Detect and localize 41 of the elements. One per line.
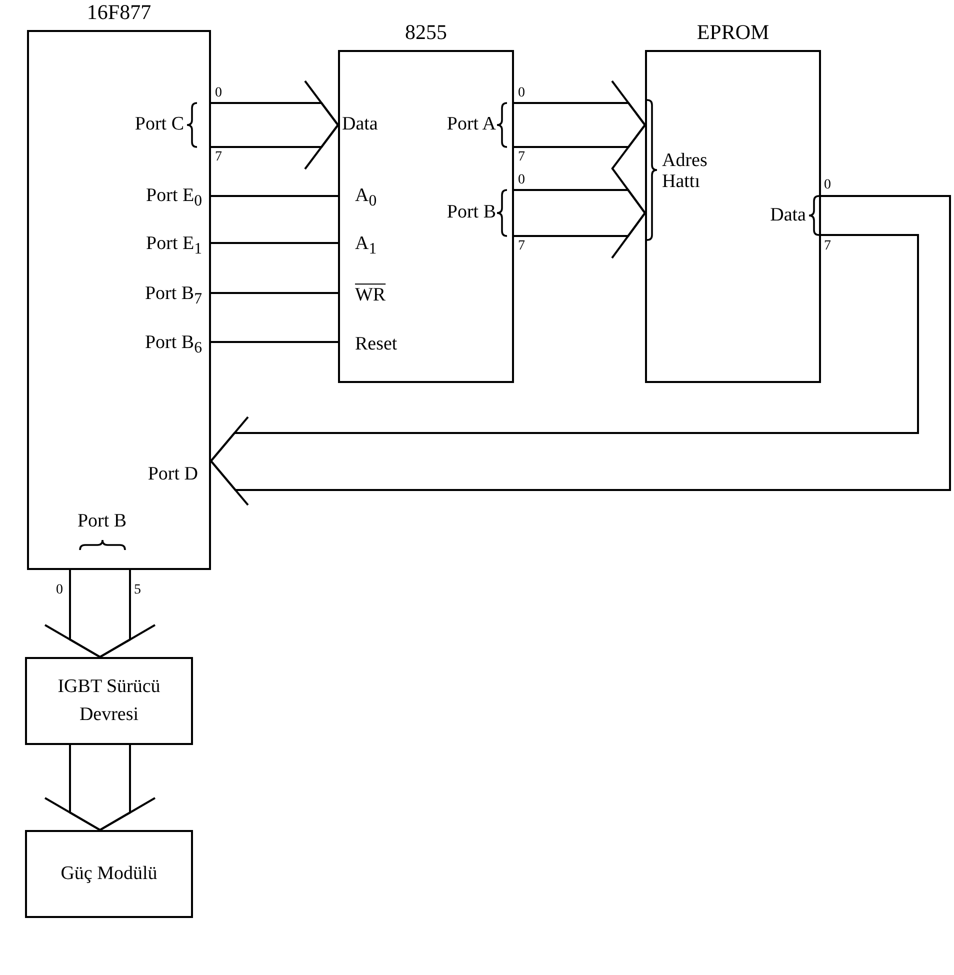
chip-name: 16F877	[86, 0, 152, 25]
bus-arrow	[210, 195, 951, 506]
bus-arrow	[44, 744, 156, 832]
port-label: Port B	[446, 202, 496, 224]
bus-arrow	[513, 80, 646, 170]
bit-number: 0	[518, 172, 525, 188]
pin-label: Data	[342, 114, 378, 136]
bit-number: 7	[215, 149, 222, 165]
port-label: Port E$_{0}$	[146, 186, 202, 210]
port-label: Port C	[134, 114, 184, 136]
port-label: Port B$_{6}$	[144, 332, 202, 358]
pin-label: WR	[355, 286, 386, 306]
port-label: Port E$_{1}$	[146, 234, 202, 258]
bit-number: 0	[824, 177, 831, 193]
block-label: IGBT Sürücü Devresi	[56, 674, 162, 727]
signal-line	[211, 341, 338, 343]
port-label: Port A	[446, 114, 496, 136]
bit-number: 0	[518, 85, 525, 101]
bit-number: 0	[215, 85, 222, 101]
bit-number: 7	[824, 238, 831, 254]
pin-label: Data	[770, 206, 806, 226]
bus-arrow	[513, 167, 646, 259]
pin-label: A$_{0}$	[355, 186, 377, 210]
signal-line	[211, 195, 338, 197]
port-label: Port D	[148, 464, 198, 486]
bit-number: 7	[518, 149, 525, 165]
pin-label: Adres Hattı	[662, 151, 708, 193]
bit-number: 0	[56, 582, 63, 598]
chip-name: 8255	[404, 20, 448, 45]
port-label: Port B	[77, 512, 127, 532]
port-label: Port B$_{7}$	[144, 284, 202, 308]
bus-arrow	[210, 80, 340, 170]
pin-label: A$_{1}$	[355, 234, 377, 258]
bit-number: 7	[518, 238, 525, 254]
signal-line	[211, 242, 338, 244]
signal-line	[211, 292, 338, 294]
chip-name: EPROM	[696, 20, 770, 45]
bus-arrow	[44, 569, 156, 658]
block-label: Güç Modülü	[60, 862, 158, 886]
bit-number: 5	[134, 582, 141, 598]
pin-label: Reset	[355, 334, 398, 356]
